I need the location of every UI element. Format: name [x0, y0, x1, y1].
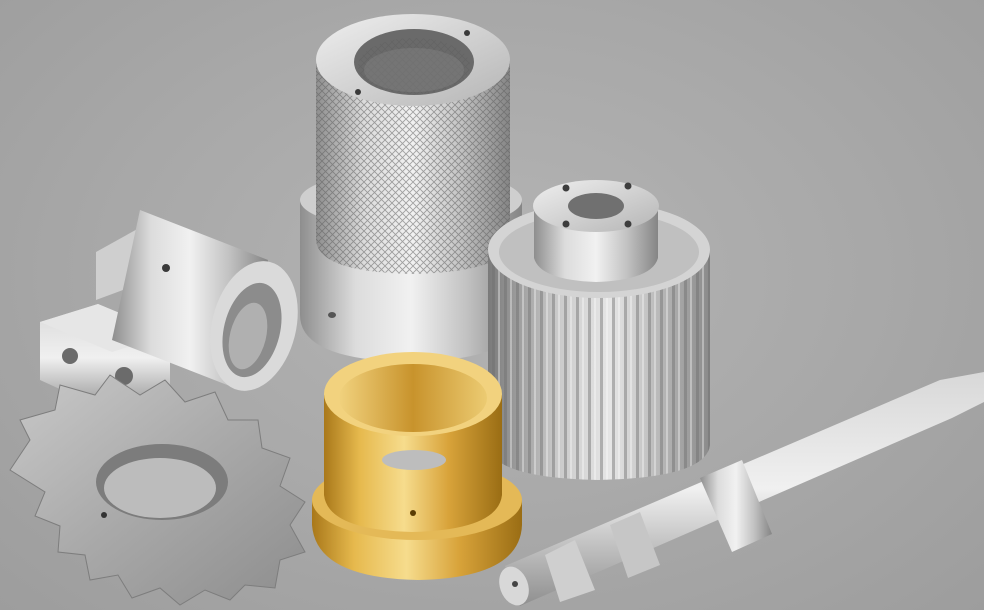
- stepped-shaft: [499, 372, 984, 606]
- sprocket: [9, 374, 306, 606]
- clevis-bracket: [40, 210, 298, 412]
- splined-roller: [488, 180, 710, 480]
- brass-bushing: [312, 352, 522, 580]
- knurled-sleeve: [300, 14, 522, 362]
